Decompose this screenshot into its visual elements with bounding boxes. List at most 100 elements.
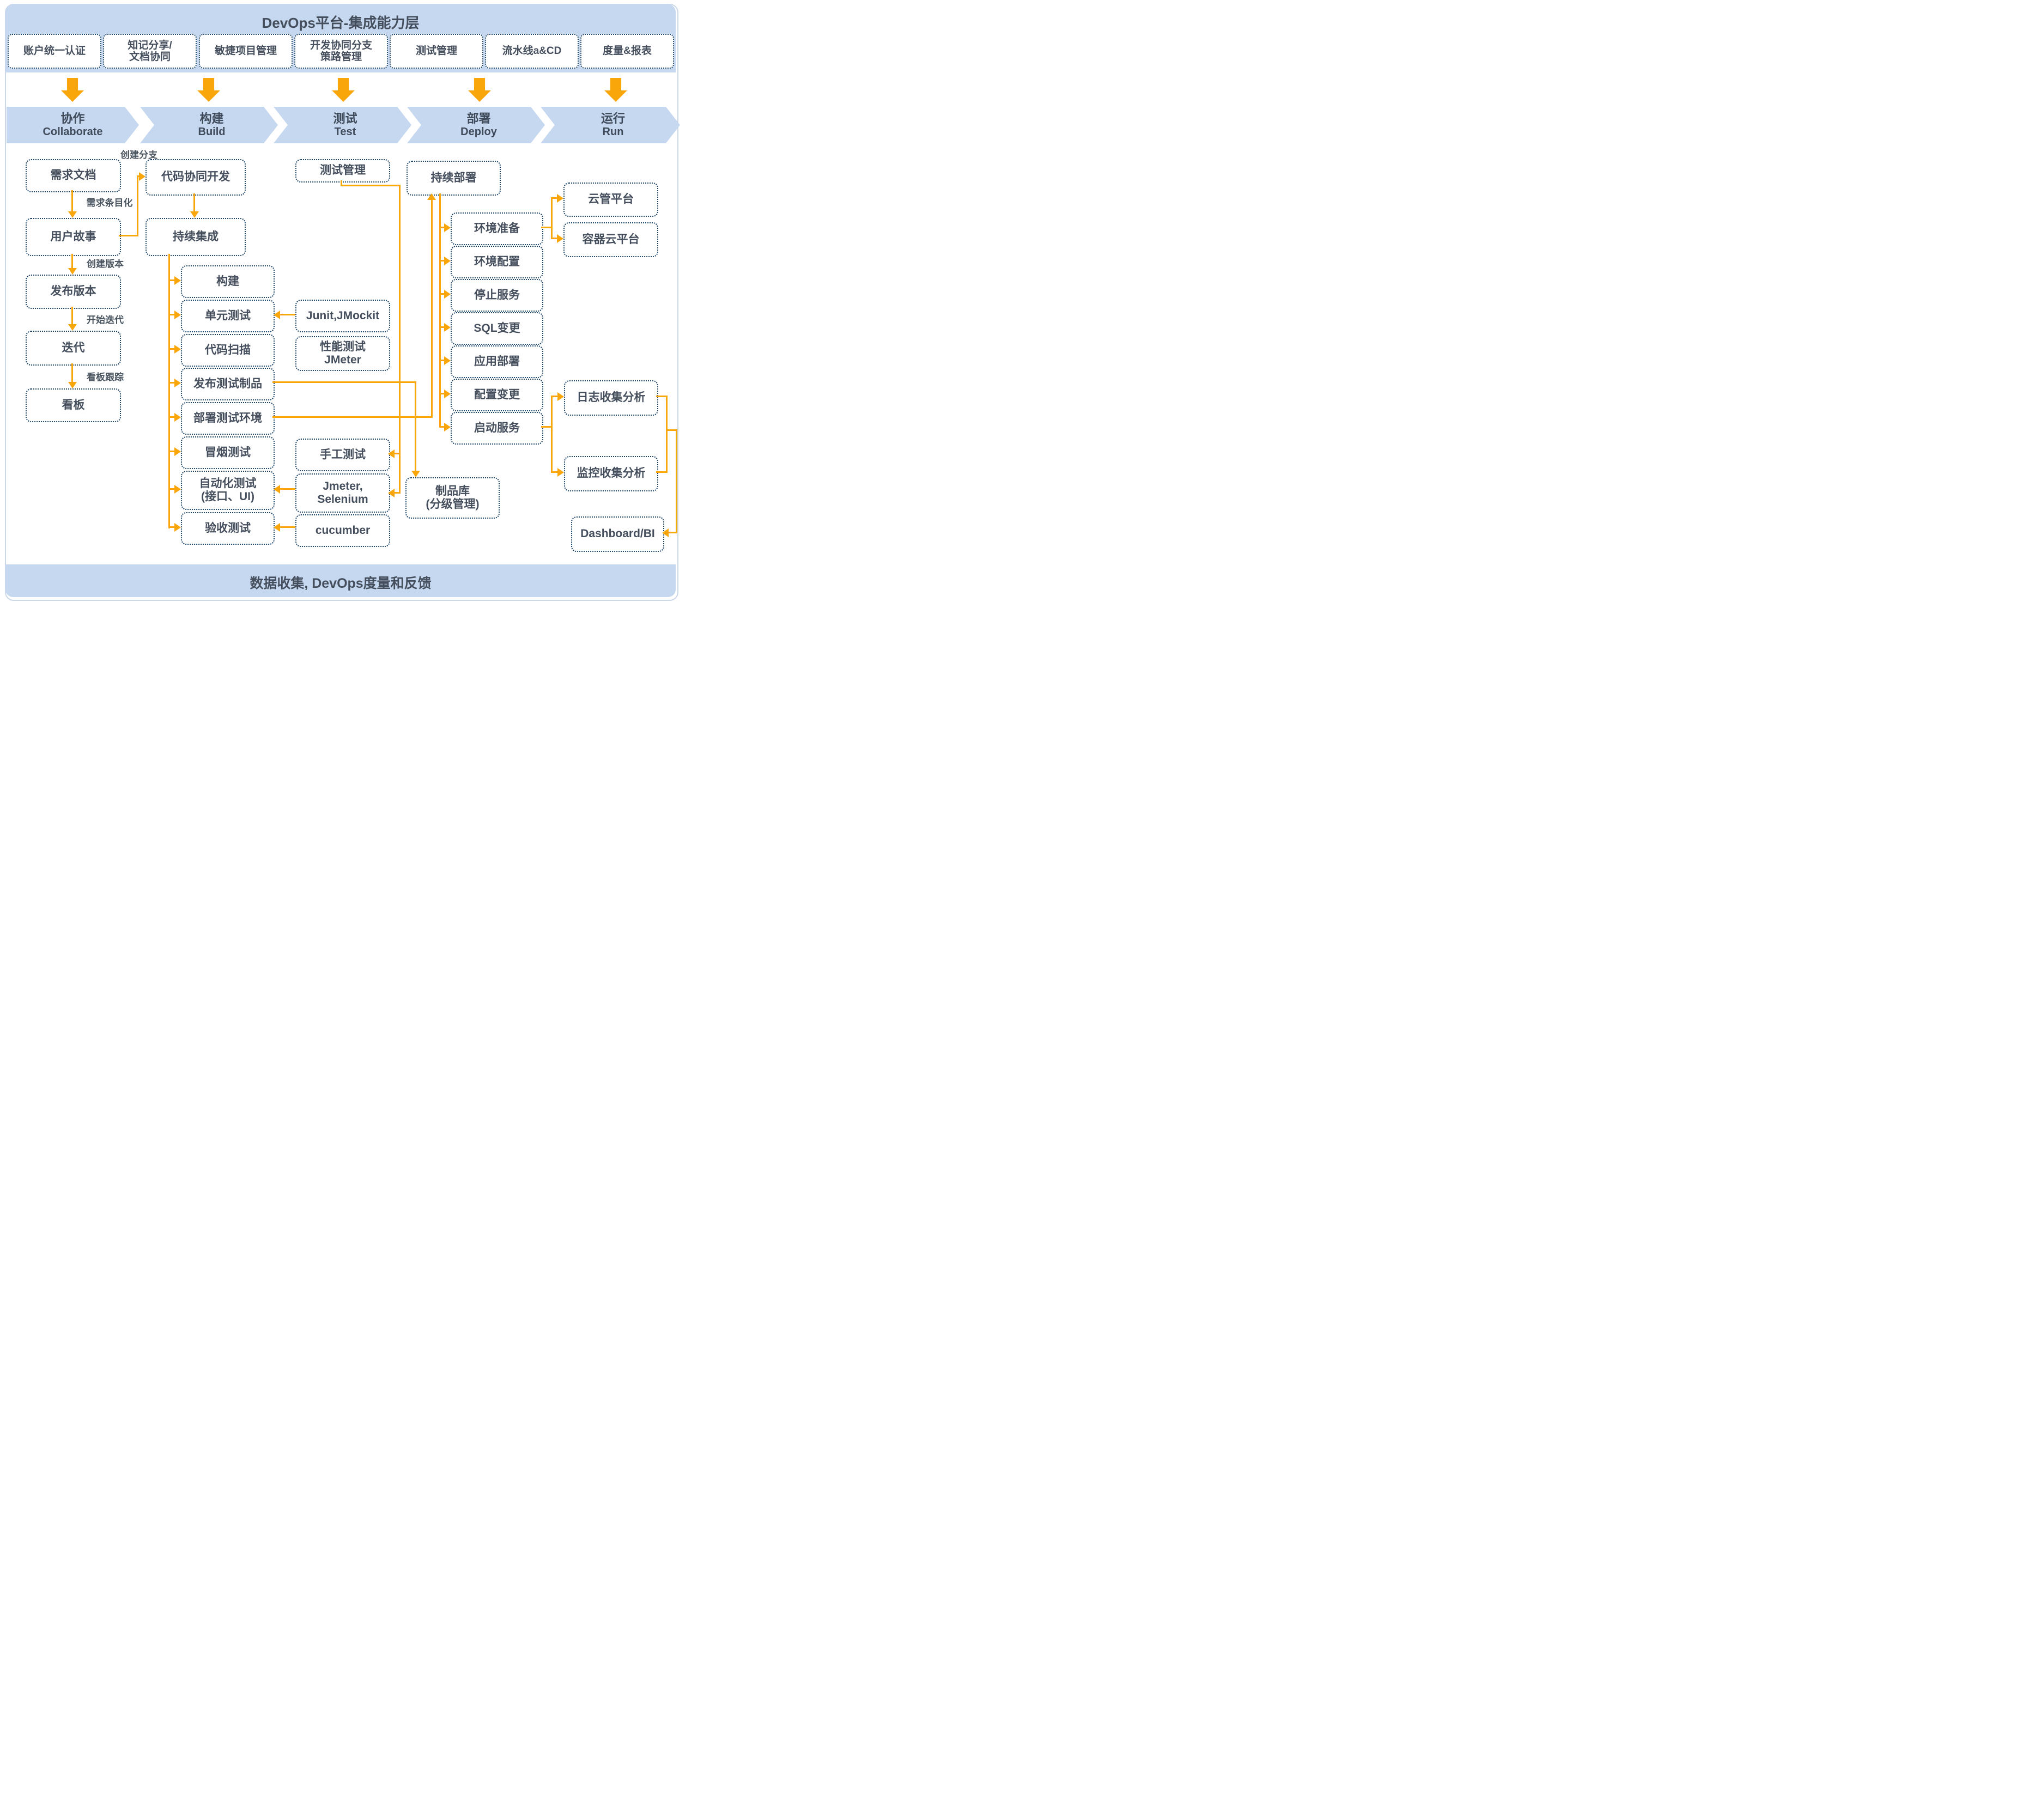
node-automated-test: 自动化测试 (接口、UI)	[181, 471, 275, 510]
capability-account-auth: 账户统一认证	[8, 34, 101, 69]
page-title: DevOps平台-集成能力层	[262, 15, 420, 31]
connector-line	[272, 381, 416, 383]
stage-label-zh: 部署	[466, 112, 491, 126]
devops-platform-diagram: DevOps平台-集成能力层 账户统一认证 知记分享/ 文档协同 敏捷项目管理 …	[0, 0, 681, 604]
edge-label-create-branch: 创建分支	[120, 150, 157, 160]
arrowhead-icon	[174, 311, 181, 319]
connector-line	[676, 429, 677, 533]
stage-build: 构建 Build	[140, 107, 278, 143]
arrowhead-icon	[68, 268, 77, 275]
connector-line	[666, 396, 668, 473]
node-requirement-doc: 需求文档	[26, 159, 121, 192]
arrowhead-icon	[139, 172, 145, 181]
node-unit-test: 单元测试	[181, 300, 275, 332]
connector-line	[395, 453, 401, 454]
arrowhead-icon	[174, 413, 181, 422]
node-monitor-analysis: 监控收集分析	[564, 456, 658, 491]
connector-line	[439, 393, 444, 394]
arrowhead-icon	[174, 523, 181, 532]
connector-line	[439, 227, 444, 228]
connector-line	[280, 488, 295, 490]
node-junit-jmockit: Junit,JMockit	[295, 300, 390, 332]
node-cloud-mgmt: 云管平台	[563, 183, 658, 217]
connector-line	[71, 254, 73, 268]
connector-line	[541, 227, 553, 228]
connector-line	[272, 416, 433, 418]
connector-line	[551, 396, 553, 473]
stage-deploy: 部署 Deploy	[407, 107, 545, 143]
connector-line	[168, 279, 174, 281]
connector-line	[119, 235, 138, 236]
stage-label-en: Collaborate	[43, 125, 103, 138]
edge-label-create-version: 创建版本	[87, 259, 124, 269]
connector-line	[551, 238, 557, 239]
stage-collaborate: 协作 Collaborate	[7, 107, 139, 143]
connector-line	[137, 176, 138, 236]
edge-label-itemize-req: 需求条目化	[86, 198, 133, 208]
connector-line	[439, 293, 444, 295]
connector-line	[168, 451, 174, 452]
connector-line	[168, 526, 174, 528]
arrowhead-icon	[557, 234, 563, 243]
node-cucumber: cucumber	[295, 514, 390, 547]
connector-line	[395, 492, 401, 494]
connector-line	[439, 326, 444, 328]
stage-test: 测试 Test	[274, 107, 411, 143]
arrowhead-icon	[444, 323, 451, 332]
capability-metrics-report: 度量&报表	[580, 34, 674, 69]
arrowhead-icon	[174, 345, 181, 354]
stage-label-en: Deploy	[460, 125, 497, 138]
capability-branch-policy: 开发协同分支 策路管理	[294, 34, 388, 69]
node-deploy-test-env: 部署测试环境	[181, 402, 275, 435]
connector-line	[168, 488, 174, 490]
stage-label-en: Test	[334, 125, 356, 138]
connector-line	[341, 180, 342, 186]
connector-line	[439, 360, 444, 361]
connector-line	[71, 307, 73, 324]
stage-label-zh: 测试	[333, 112, 357, 126]
arrowhead-icon	[411, 471, 420, 477]
connector-line	[656, 471, 668, 473]
connector-line	[168, 382, 174, 384]
edge-label-start-iteration: 开始迭代	[87, 315, 124, 325]
node-stop-service: 停止服务	[451, 279, 543, 312]
edge-label-kanban-track: 看板跟踪	[87, 372, 124, 382]
arrowhead-icon	[174, 447, 181, 456]
connector-line	[168, 314, 174, 315]
connector-line	[399, 185, 401, 494]
capability-knowledge-share: 知记分享/ 文档协同	[103, 34, 197, 69]
node-iteration: 迭代	[26, 331, 121, 366]
connector-line	[280, 314, 295, 315]
node-build-step: 构建	[181, 265, 275, 298]
connector-line	[168, 348, 174, 350]
arrowhead-icon	[444, 223, 451, 232]
arrowhead-icon	[557, 468, 564, 477]
arrowhead-icon	[68, 382, 77, 388]
node-artifact-repo: 制品库 (分级管理)	[405, 477, 500, 519]
arrowhead-icon	[274, 485, 280, 494]
arrowhead-icon	[557, 392, 564, 401]
node-perf-jmeter: 性能测试 JMeter	[295, 336, 390, 371]
connector-line	[137, 175, 141, 177]
connector-line	[71, 190, 73, 211]
stage-run: 运行 Run	[541, 107, 680, 143]
connector-line	[551, 197, 553, 239]
bottom-banner	[5, 564, 676, 597]
arrowhead-icon	[68, 324, 77, 331]
node-sql-change: SQL变更	[451, 312, 543, 345]
arrowhead-icon	[388, 449, 395, 458]
arrowhead-icon	[444, 290, 451, 299]
node-release-version: 发布版本	[26, 275, 121, 309]
arrowhead-icon	[444, 356, 451, 365]
arrowhead-icon	[190, 211, 199, 218]
node-start-service: 启动服务	[451, 412, 543, 445]
stage-label-zh: 构建	[199, 112, 224, 126]
stage-label-zh: 运行	[601, 112, 625, 126]
node-env-config: 环境配置	[451, 246, 543, 278]
connector-line	[541, 426, 553, 428]
connector-line	[431, 200, 433, 418]
node-test-mgmt: 测试管理	[295, 159, 390, 183]
node-code-scan: 代码扫描	[181, 334, 275, 367]
connector-line	[168, 416, 174, 418]
connector-line	[666, 429, 677, 431]
